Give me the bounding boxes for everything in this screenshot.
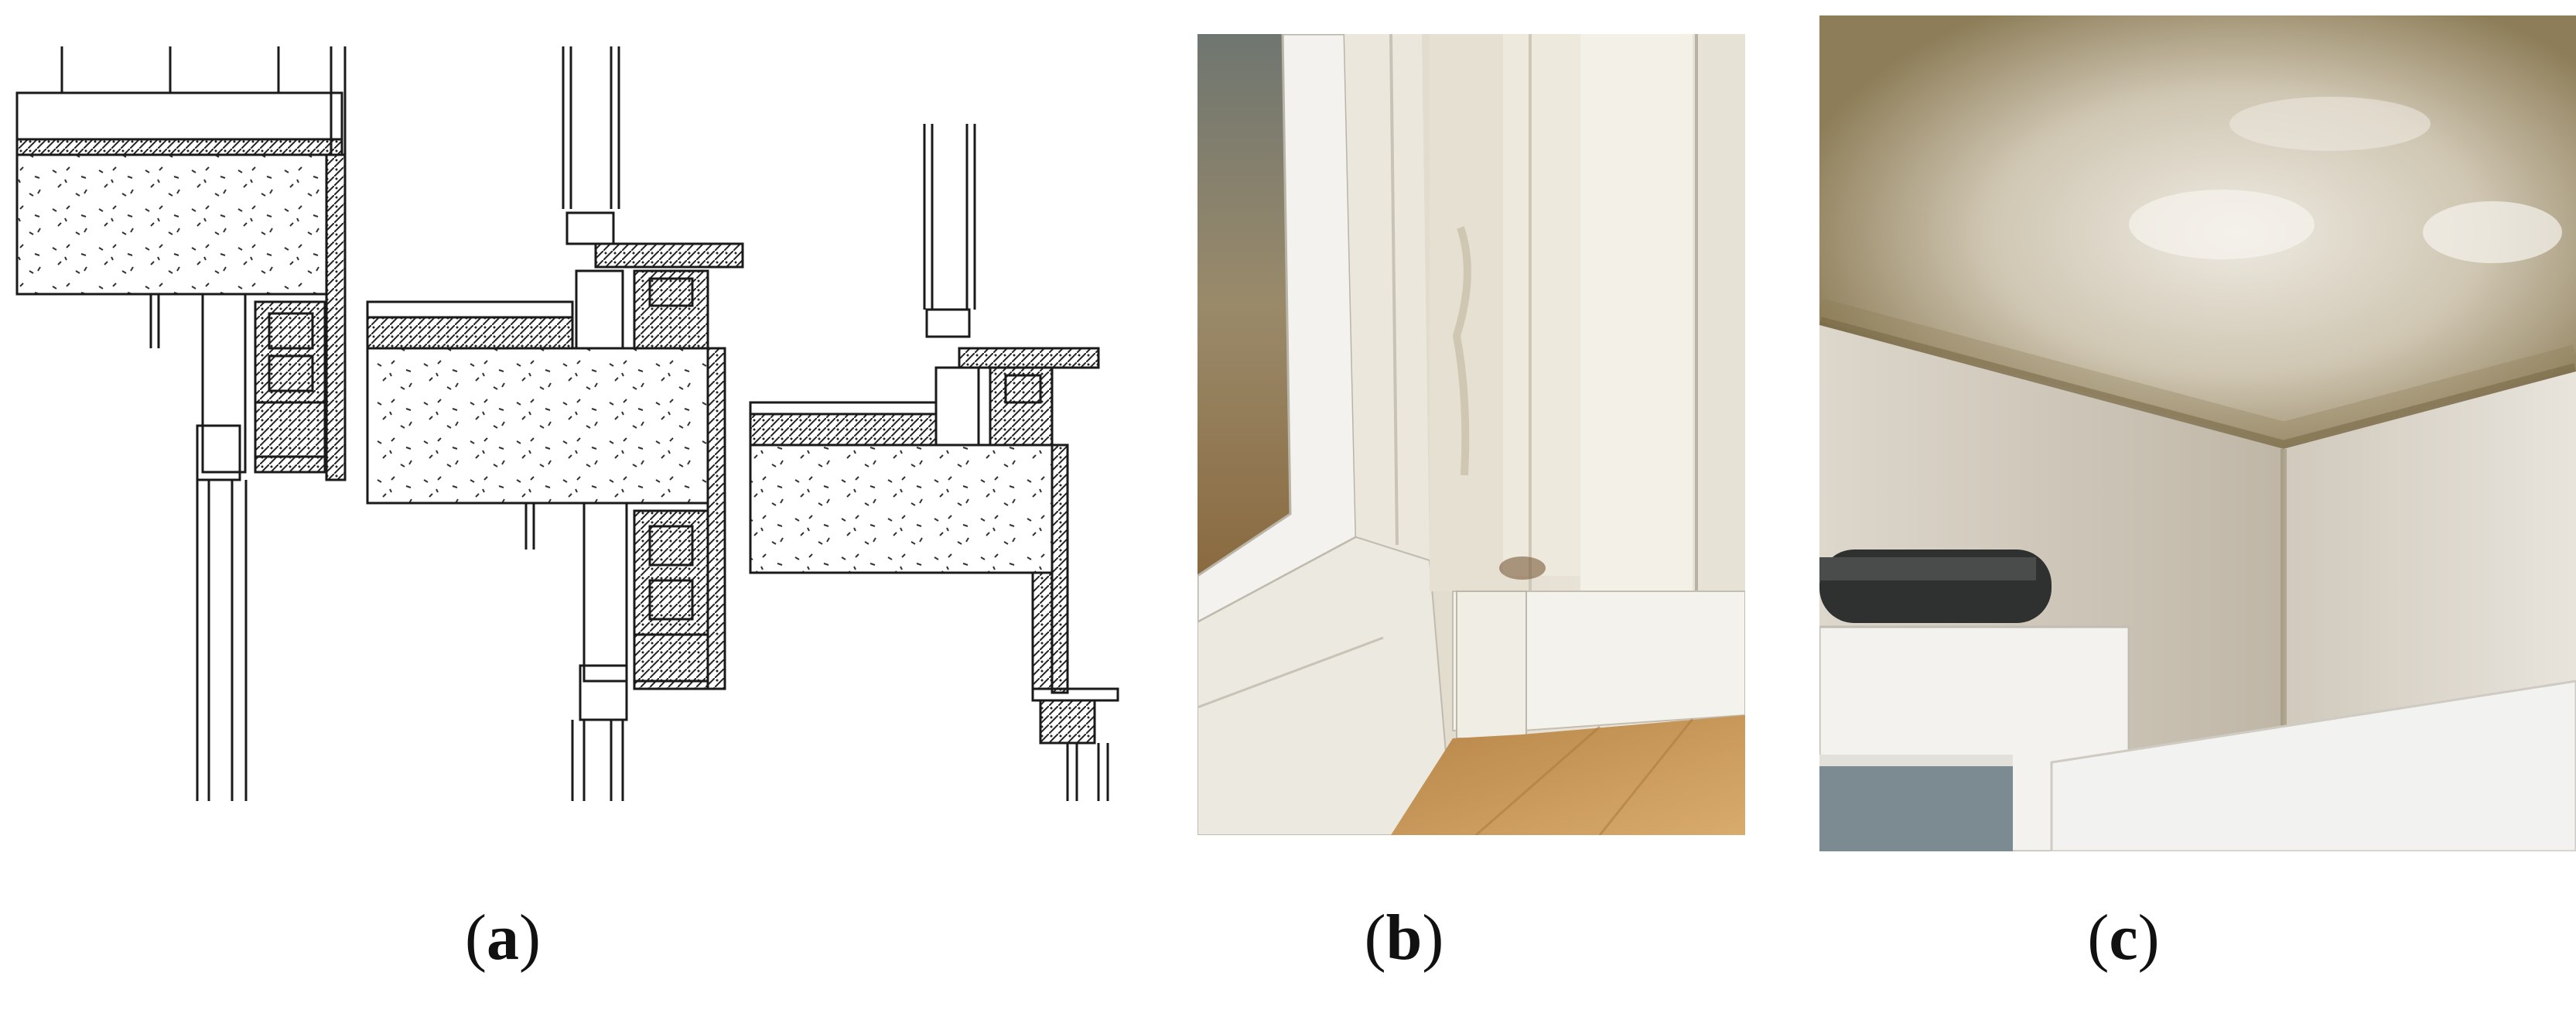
ceiling-mould-photo [1819, 15, 2576, 851]
caption-c: (c) [2087, 902, 2160, 974]
section-drawing [0, 46, 1137, 820]
caption-a: (a) [465, 902, 541, 974]
caption-b: (b) [1364, 902, 1444, 974]
window-corner-photo [1197, 34, 1745, 835]
